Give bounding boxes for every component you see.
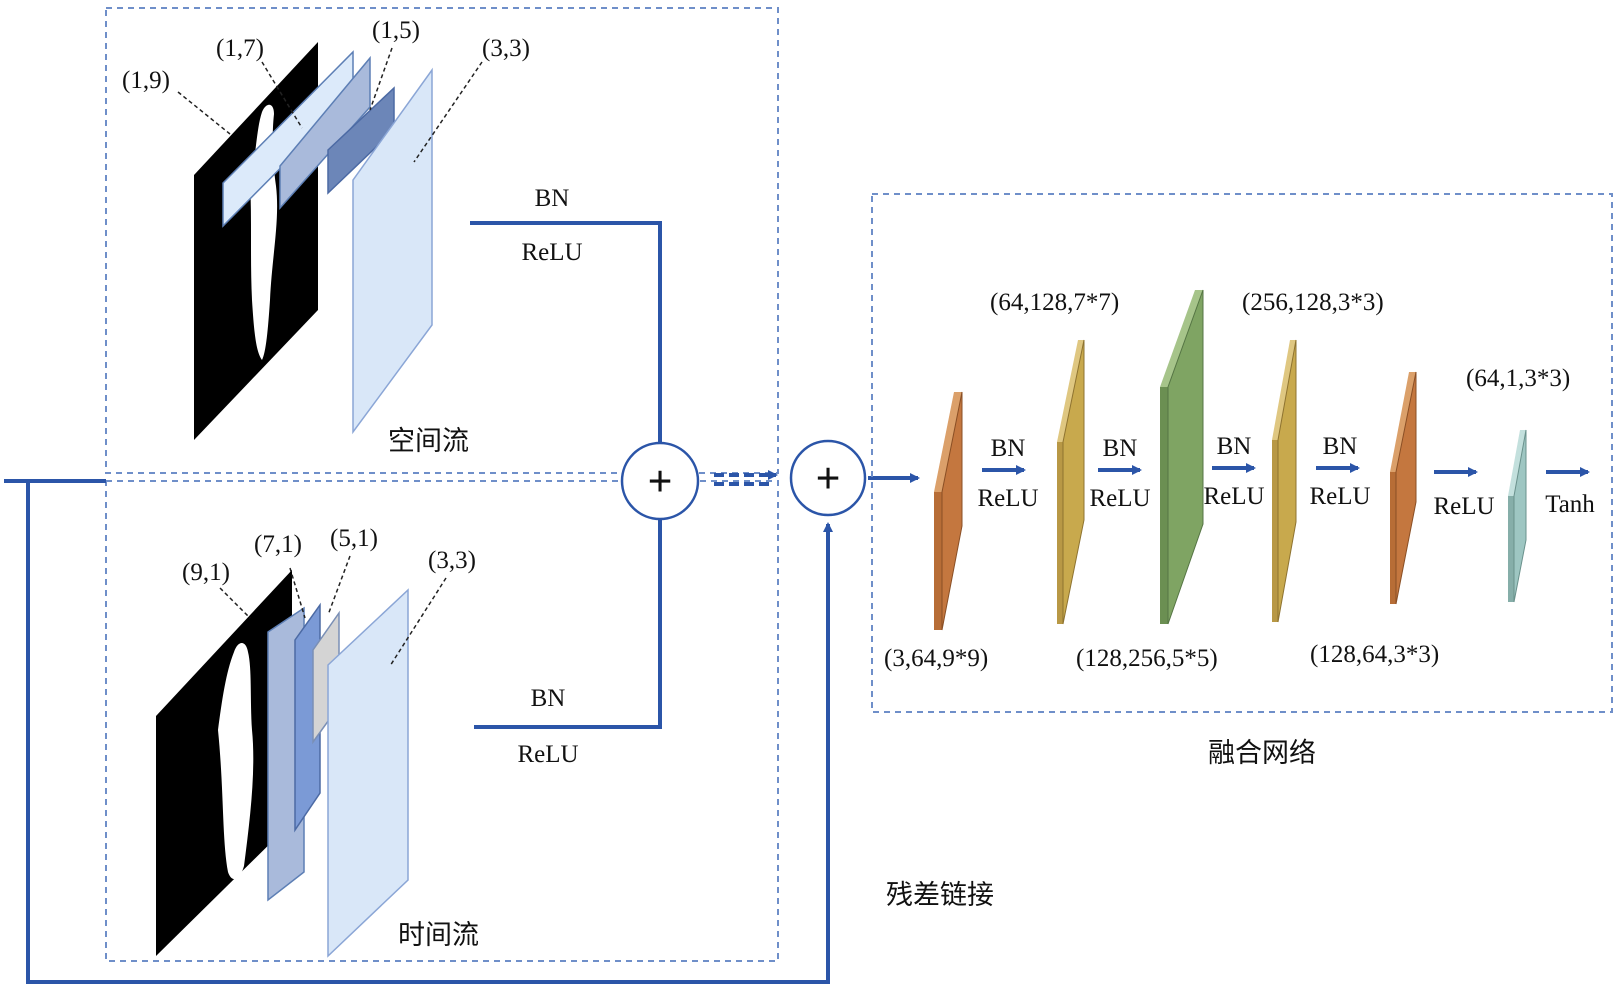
fusion-layer-4 <box>1272 339 1297 623</box>
fusion-layer-5 <box>1390 371 1417 605</box>
op-bn-label: BN <box>1103 435 1138 462</box>
temporal-kernel-label: (5,1) <box>330 525 378 552</box>
temporal-input-image <box>156 570 292 956</box>
op-bn-label: BN <box>1323 433 1358 460</box>
spatial-kernel-3x3 <box>352 67 433 435</box>
spatial-kernel-label: (1,9) <box>122 67 170 94</box>
fusion-layer-2 <box>1057 339 1085 625</box>
temporal-relu-label: ReLU <box>517 741 578 768</box>
plus-symbol: + <box>647 457 672 506</box>
leader-line <box>327 555 351 616</box>
leader-line <box>389 577 447 667</box>
fusion-layer-1 <box>934 391 963 631</box>
leader-line <box>177 91 231 135</box>
layer-dims-label: (256,128,3*3) <box>1242 289 1384 316</box>
connections <box>4 221 920 984</box>
temporal-stream: (9,1) (7,1) (5,1) (3,3) BN ReLU 时间流 <box>105 480 779 962</box>
temporal-stream-frame <box>105 480 779 962</box>
op-act-label: ReLU <box>1309 483 1370 510</box>
op-act-label: ReLU <box>977 485 1038 512</box>
fusion-layer-3 <box>1160 289 1204 625</box>
residual-connection-label: 残差链接 <box>886 880 994 911</box>
fusion-network-title: 融合网络 <box>1208 738 1316 769</box>
op-act-label: ReLU <box>1433 493 1494 520</box>
layer-dims-label: (3,64,9*9) <box>884 645 988 672</box>
leader-line <box>219 587 251 619</box>
spatial-stream-frame <box>105 7 779 474</box>
leader-line <box>413 61 483 163</box>
spatial-output-line <box>470 221 662 443</box>
temporal-kernel-label: (9,1) <box>182 559 230 586</box>
leader-line <box>369 47 393 111</box>
plus-symbol: + <box>815 454 840 503</box>
temporal-kernel-label: (3,3) <box>428 547 476 574</box>
fusion-layer-6 <box>1508 429 1527 603</box>
spatial-kernel-1x7 <box>279 55 371 210</box>
spatial-kernel-label: (1,5) <box>372 17 420 44</box>
fusion-network-frame <box>871 193 1613 713</box>
spatial-input-image <box>194 42 318 440</box>
layer-dims-label: (64,1,3*3) <box>1466 365 1570 392</box>
layer-dims-label: (128,64,3*3) <box>1310 641 1439 668</box>
op-bn-label: BN <box>1217 433 1252 460</box>
layer-dims-label: (64,128,7*7) <box>990 289 1119 316</box>
op-act-label: ReLU <box>1089 485 1150 512</box>
spatial-stream-title: 空间流 <box>388 426 469 457</box>
residual-line <box>26 481 833 984</box>
leader-line <box>261 61 303 129</box>
temporal-stream-title: 时间流 <box>398 920 479 951</box>
op-act-label: ReLU <box>1203 483 1264 510</box>
fusion-network: BN ReLU BN ReLU BN ReLU BN ReLU ReLU Tan… <box>871 193 1613 769</box>
op-bn-label: BN <box>991 435 1026 462</box>
spatial-kernel-label: (3,3) <box>482 35 530 62</box>
spatial-bn-label: BN <box>535 185 570 212</box>
leader-line <box>289 567 306 619</box>
temporal-kernel-label: (7,1) <box>254 531 302 558</box>
spatial-relu-label: ReLU <box>521 239 582 266</box>
plus-node-2: + <box>789 439 867 517</box>
plus-node-1: + <box>620 441 700 521</box>
layer-dims-label: (128,256,5*5) <box>1076 645 1218 672</box>
op-act-label: Tanh <box>1545 491 1595 518</box>
temporal-output-line <box>474 504 662 729</box>
spatial-stream: (1,9) (1,7) (1,5) (3,3) BN ReLU 空间流 <box>105 7 779 474</box>
temporal-kernel-3x3 <box>327 588 409 958</box>
spatial-kernel-label: (1,7) <box>216 35 264 62</box>
temporal-bn-label: BN <box>531 685 566 712</box>
